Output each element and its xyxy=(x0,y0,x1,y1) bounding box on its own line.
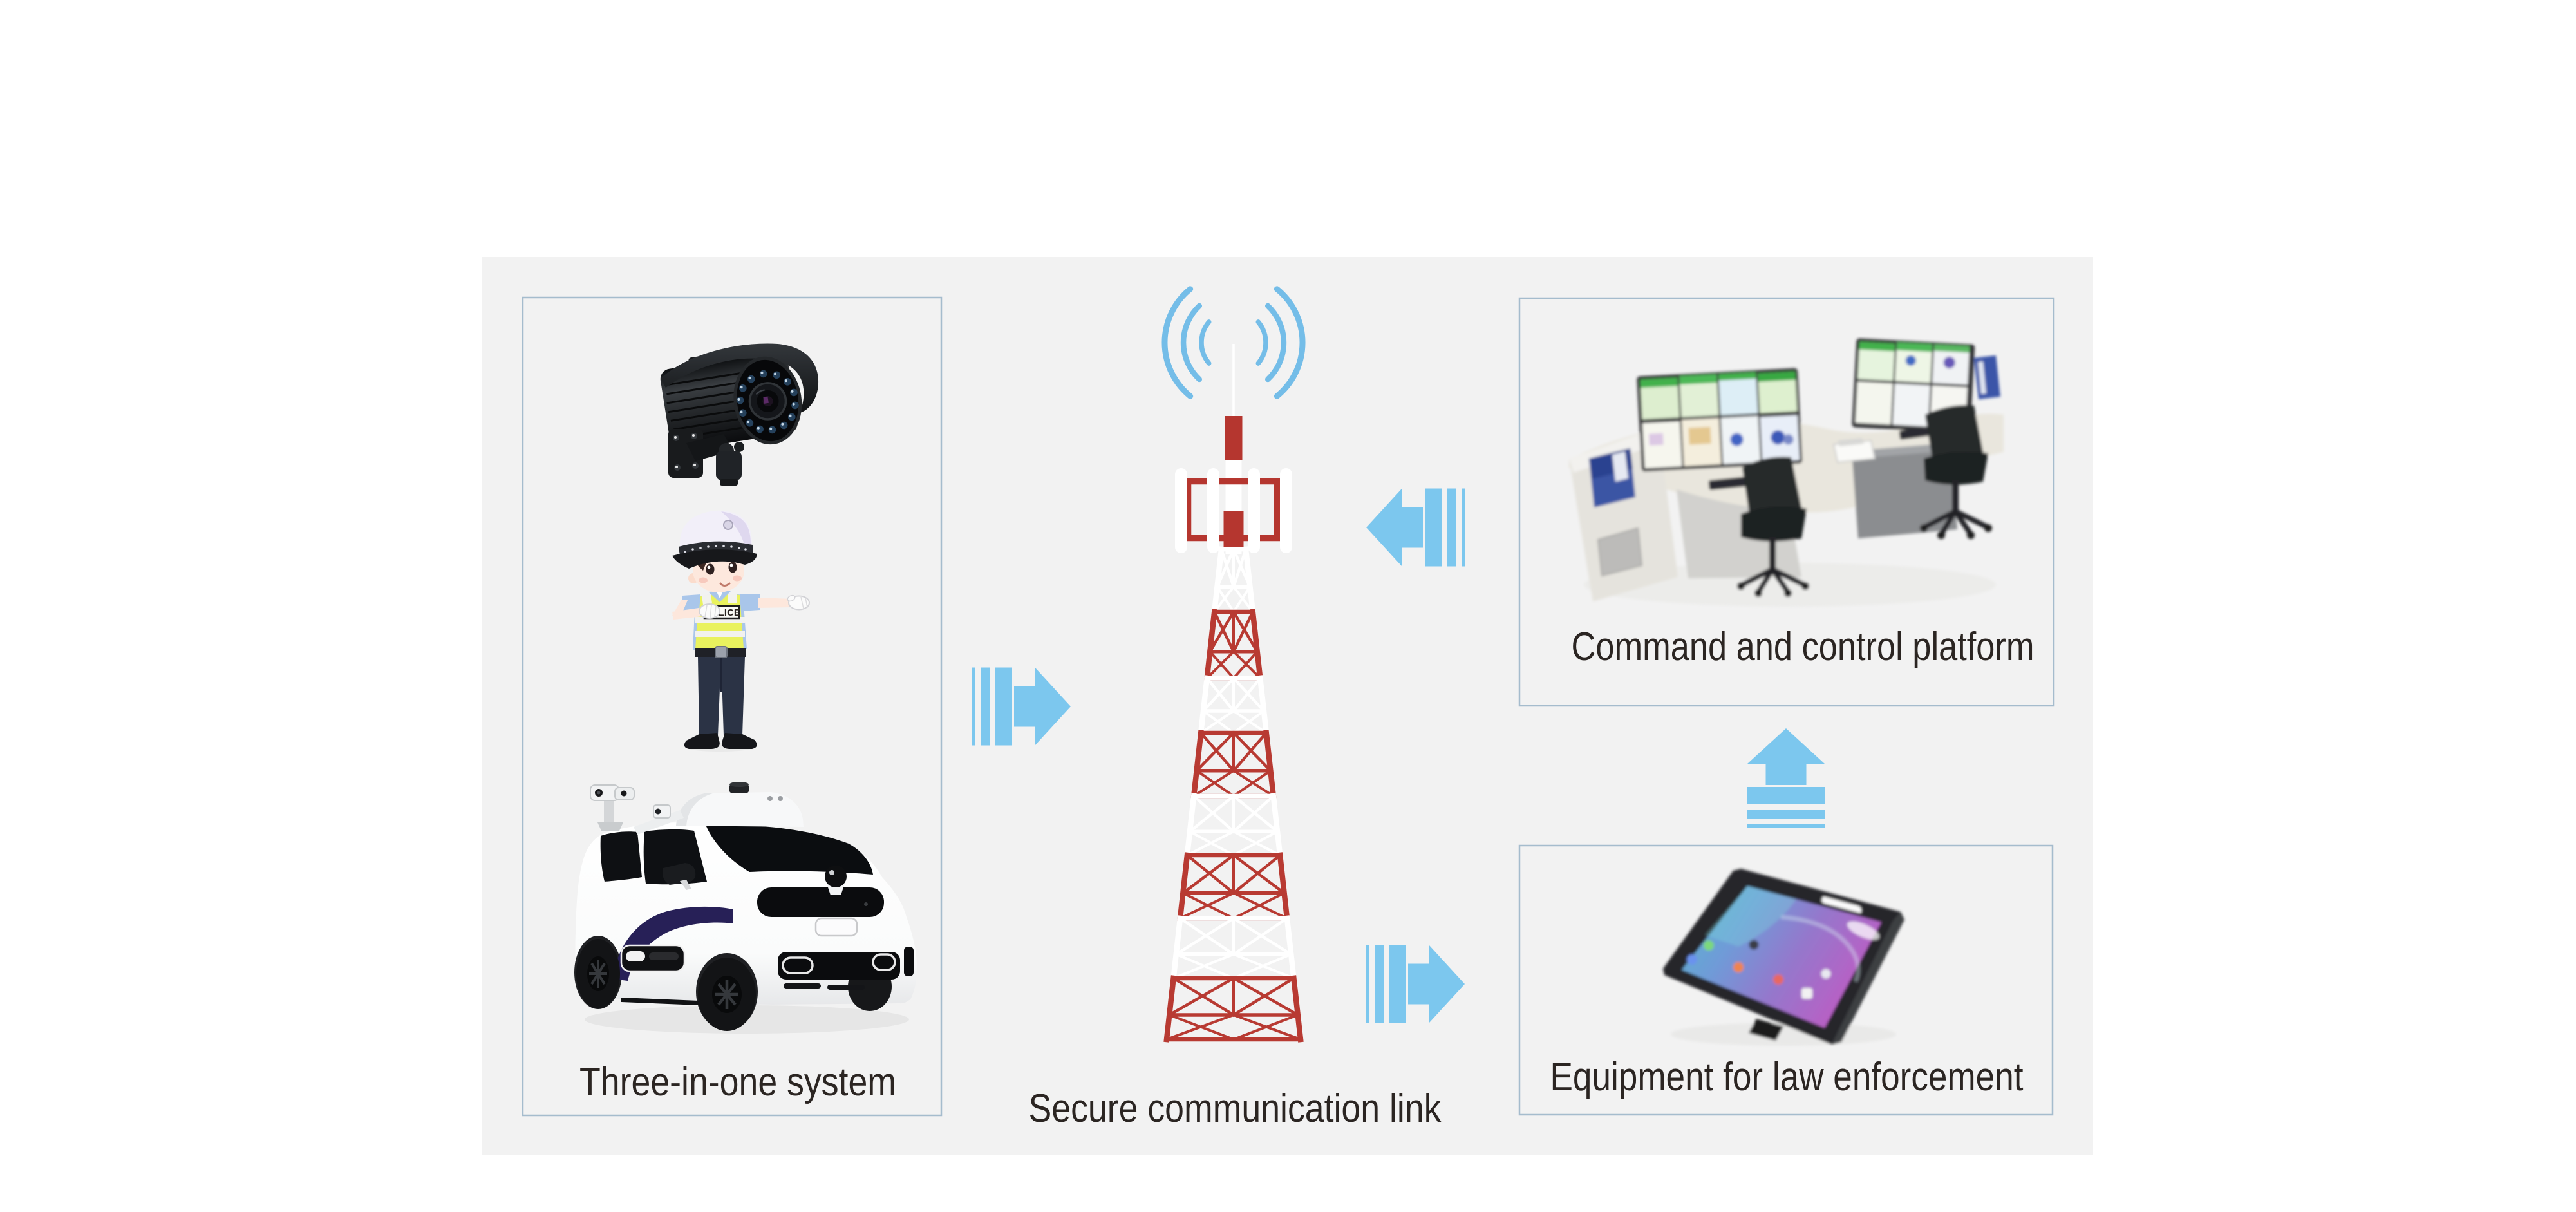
svg-text:Secure communication link: Secure communication link xyxy=(1029,1086,1442,1131)
svg-text:Three-in-one system: Three-in-one system xyxy=(579,1060,896,1104)
svg-text:Command and control platform: Command and control platform xyxy=(1572,625,2035,669)
svg-text:Equipment for law enforcement: Equipment for law enforcement xyxy=(1550,1055,2024,1099)
